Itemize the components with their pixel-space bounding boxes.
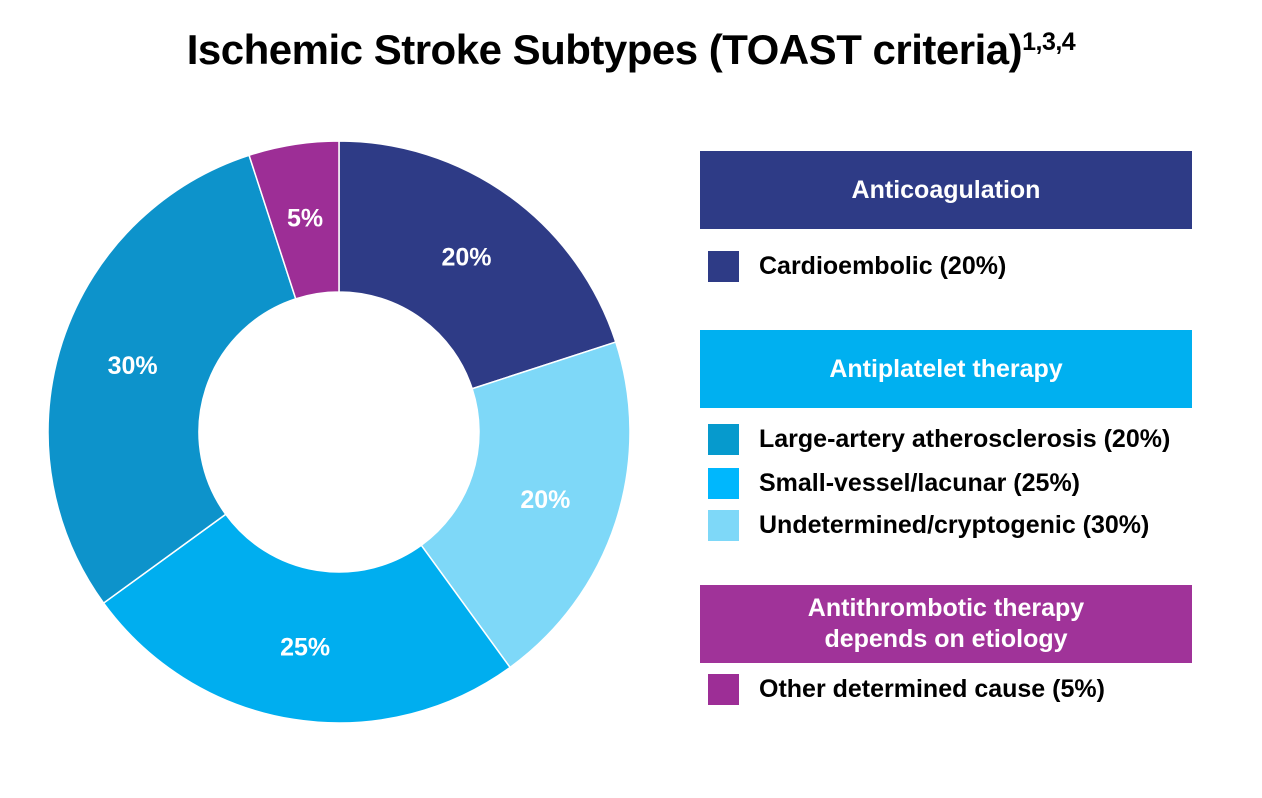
chart-title-text: Ischemic Stroke Subtypes (TOAST criteria… (186, 26, 1023, 73)
legend-item-cardioembolic: Cardioembolic (20%) (708, 250, 1006, 282)
donut-chart-area: 20% 20% 25% 30% 5% (47, 140, 631, 724)
legend-swatch-other-determined-cause (708, 673, 739, 705)
legend-header-line: depends on etiology (824, 625, 1068, 653)
chart-title-superscript: 1,3,4 (1022, 28, 1076, 56)
legend-item-large-artery-atherosclerosis: Large-artery atherosclerosis (20%) (708, 423, 1170, 455)
legend-header-line: Antithrombotic therapy (807, 594, 1085, 622)
slice-label-undetermined-cryptogenic: 20% (520, 486, 570, 514)
legend-swatch-large-artery-atherosclerosis (708, 423, 739, 455)
slice-label-cardioembolic: 20% (441, 243, 491, 271)
pie-slice-undetermined-cryptogenic (420, 341, 631, 669)
legend-label: Cardioembolic (20%) (759, 251, 1007, 280)
legend-label: Large-artery atherosclerosis (20%) (759, 424, 1171, 453)
legend-header-antithrombotic-therapy: Antithrombotic therapy depends on etiolog… (700, 585, 1192, 663)
legend-label: Undetermined/cryptogenic (30%) (759, 510, 1150, 539)
legend-swatch-small-vessel-lacunar (708, 467, 739, 499)
slice-label-small-vessel-lacunar: 25% (280, 633, 330, 661)
legend-label: Other determined cause (5%) (759, 674, 1105, 703)
slice-label-other-determined-cause: 5% (287, 205, 323, 233)
legend-swatch-cardioembolic (708, 250, 739, 282)
pie-slice-small-vessel-lacunar (102, 513, 512, 724)
legend-label: Small-vessel/lacunar (25%) (759, 468, 1080, 497)
pie-slice-other-determined-cause (248, 140, 340, 300)
legend-header-line: Anticoagulation (851, 175, 1041, 204)
donut-chart: 20% 20% 25% 30% 5% (47, 140, 631, 724)
legend-item-small-vessel-lacunar: Small-vessel/lacunar (25%) (708, 467, 1080, 499)
chart-title: Ischemic Stroke Subtypes (TOAST criteria… (0, 26, 1262, 74)
legend-header-antiplatelet-therapy: Antiplatelet therapy (700, 330, 1192, 408)
legend-item-undetermined-cryptogenic: Undetermined/cryptogenic (30%) (708, 509, 1149, 541)
legend-header-line: Antiplatelet therapy (829, 354, 1063, 383)
pie-slice-cardioembolic (338, 140, 617, 390)
legend-header-anticoagulation: Anticoagulation (700, 151, 1192, 229)
legend-swatch-undetermined-cryptogenic (708, 509, 739, 541)
slice-label-large-artery-atherosclerosis: 30% (108, 352, 158, 380)
pie-slice-large-artery-atherosclerosis (47, 154, 297, 605)
legend-item-other-determined-cause: Other determined cause (5%) (708, 673, 1105, 705)
